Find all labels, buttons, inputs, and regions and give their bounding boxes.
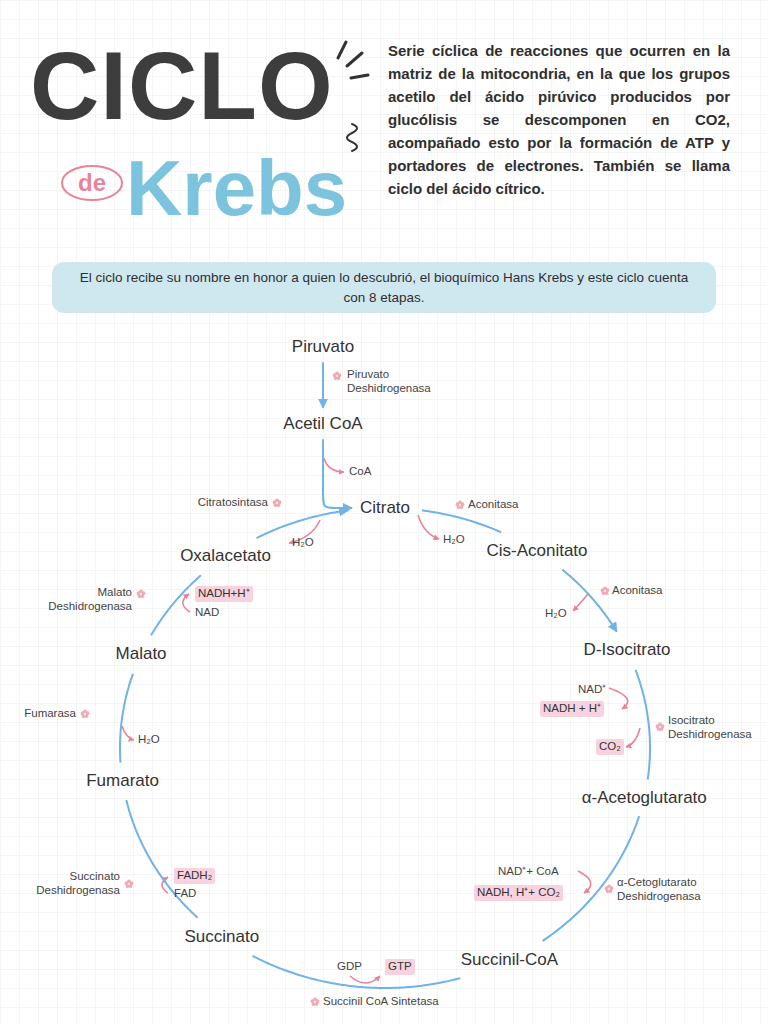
cofactor-label: NAD⁺+ CoA [498,865,559,879]
title-squiggle [347,124,357,151]
cofactor-arrows [122,458,640,983]
cycle-arrow [562,570,616,632]
node-text: Succinil-CoA [461,950,558,970]
enzyme-label: Succinil CoA Sintetasa [323,995,439,1009]
title-part: de [78,169,106,198]
flower-icon [605,885,614,893]
enzyme-label: α-Cetoglutarato Deshidrogenasa [617,876,701,904]
decor-line [122,726,134,740]
decor-line [183,594,190,612]
decor-line [626,728,640,747]
enzyme-label: Succinato Deshidrogenasa [36,870,120,898]
flower-icon [333,372,342,380]
decor-line [609,688,628,709]
metabolite-node: Malato [111,641,172,667]
metabolite-node: Succinil-CoA [456,947,563,973]
node-text: El ciclo recibe su nombre en honor a qui… [70,268,698,307]
title-part: Krebs [126,149,347,227]
enzyme-label: Fumarasa [24,707,76,721]
metabolite-node: Oxalacetato [175,543,276,569]
title-oval [62,166,122,200]
node-text: Cis-Aconitato [486,541,587,561]
node-text: Acetil CoA [283,414,362,434]
cofactor-label: GDP [337,960,362,974]
cofactor-label: FAD [174,887,196,901]
node-text: Piruvato [292,337,354,357]
decor-line [350,976,380,983]
decor-line [418,515,439,539]
cofactor-label: H₂O [443,533,465,547]
cofactor-label: CoA [349,465,371,479]
metabolite-node: Acetil CoA [278,411,367,437]
flower-icon [81,710,90,718]
node-text: Succinato [185,927,260,947]
product-label: NADH+H⁺ [195,586,253,602]
cycle-arrow [422,510,501,532]
cycle-arrow [636,670,650,779]
product-label: FADH₂ [174,868,215,884]
node-text: D-Isocitrato [584,640,671,660]
node-text: Oxalacetato [180,546,271,566]
metabolite-node: D-Isocitrato [579,637,676,663]
metabolite-node: Cis-Aconitato [481,538,592,564]
decor-line [578,871,591,893]
flower-icon [601,587,610,595]
node-text: Citrato [360,498,410,518]
cofactor-label: H₂O [138,733,160,747]
metabolite-node: Succinato [180,924,265,950]
enzyme-label: Citratosintasa [198,496,268,510]
info-band: El ciclo recibe su nombre en honor a qui… [52,262,716,313]
node-text: α-Acetoglutarato [582,788,707,808]
flower-icon [456,501,465,509]
cofactor-label: H₂O [292,536,314,550]
metabolite-node: Citrato [355,495,415,521]
product-label: NADH + H⁺ [540,701,604,717]
title-text: CICLO [30,38,334,134]
enzyme-label: Aconitasa [468,498,519,512]
cycle-arrow [120,674,133,763]
cycle-arrow [253,956,461,988]
decor-line [351,75,368,78]
cycle-arrow [257,510,349,538]
node-text: Malato [116,644,167,664]
description-text: Serie cíclica de reacciones que ocurren … [388,40,730,201]
metabolite-node: α-Acetoglutarato [577,785,712,811]
cycle-arrow [151,575,201,635]
title-sparkles [338,42,368,78]
flower-icon [137,590,146,598]
cofactor-label: H₂O [545,607,567,621]
cycle-arrow [322,362,324,408]
cofactor-label: NAD [195,606,219,620]
cycle-arrow [126,800,197,918]
decor-line [347,53,362,66]
node-text: Fumarato [86,771,159,791]
decor-line [324,458,344,472]
flower-icon [273,499,282,507]
flower-icon [311,998,320,1006]
enzyme-flowers [81,372,665,1006]
flower-icon [656,723,665,731]
decor-line [573,594,588,611]
metabolite-node: Fumarato [81,768,164,794]
cycle-arrow [323,439,352,508]
enzyme-label: Malato Deshidrogenasa [48,586,132,614]
enzyme-label: Piruvato Deshidrogenasa [347,368,431,396]
flower-icon [125,880,134,888]
enzyme-label: Isocitrato Deshidrogenasa [668,714,752,742]
enzyme-label: Aconitasa [612,584,663,598]
product-label: GTP [385,959,415,975]
product-label: NADH, H⁺+ CO₂ [474,885,563,901]
cofactor-label: NAD⁺ [578,683,606,697]
metabolite-node: Piruvato [287,334,359,360]
decor-line [338,42,346,58]
product-label: CO₂ [596,739,624,755]
